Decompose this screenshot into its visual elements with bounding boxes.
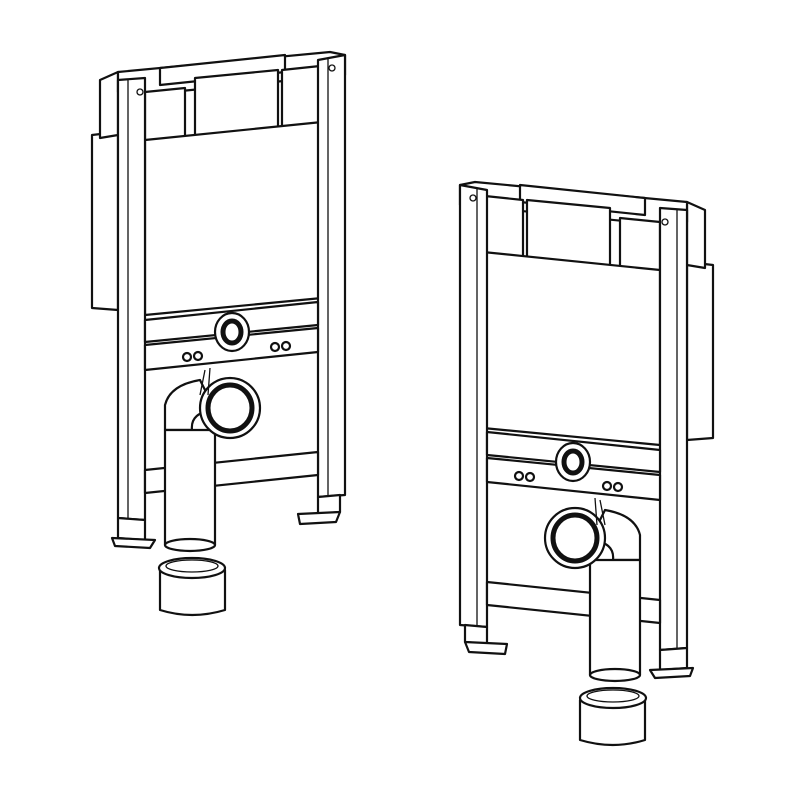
installation-frame-right [460,182,713,745]
installation-frame-left [92,52,345,615]
